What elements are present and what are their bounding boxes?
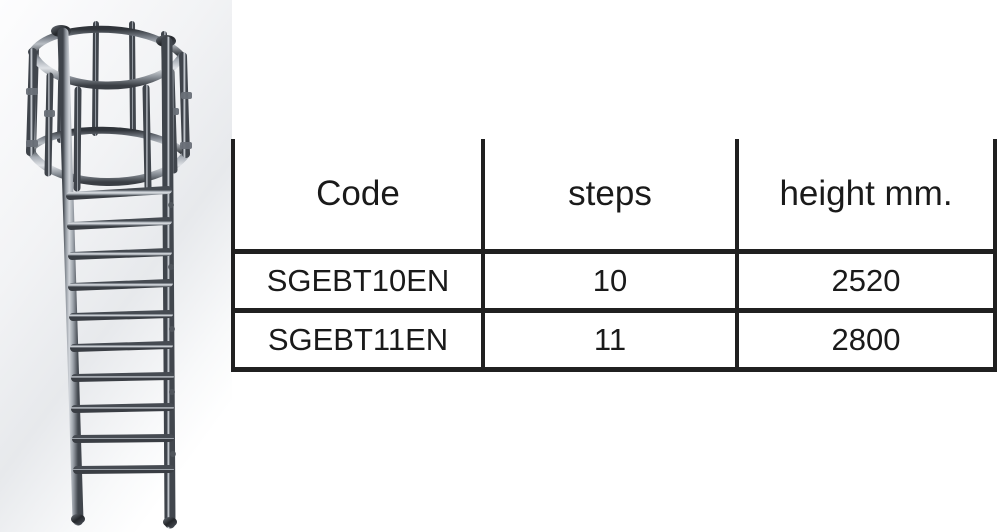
ladder-rung — [72, 434, 174, 443]
ladder-rungs — [66, 186, 174, 504]
specification-table: Cage ladder codes, step counts and heigh… — [231, 139, 997, 372]
cage-ladder-illustration — [0, 0, 232, 532]
ladder-rung — [73, 465, 174, 474]
table-body: SGEBT10EN 10 2520 SGEBT11EN 11 2800 — [231, 254, 997, 372]
cell-height: 2520 — [735, 254, 997, 313]
column-header-steps: steps — [481, 139, 739, 254]
table-row: SGEBT11EN 11 2800 — [231, 310, 997, 372]
cell-height: 2800 — [735, 310, 997, 372]
column-header-code: Code — [231, 139, 485, 254]
cell-code: SGEBT10EN — [231, 254, 485, 313]
table-header: Code steps height mm. — [231, 139, 997, 254]
column-header-height: height mm. — [735, 139, 997, 254]
product-image-cage-ladder: 3D render of a steel vertical cage ladde… — [0, 0, 232, 532]
ladder-foot-left — [71, 514, 85, 524]
cell-steps: 10 — [481, 254, 739, 313]
table-row: SGEBT10EN 10 2520 — [231, 254, 997, 313]
ladder-rung — [70, 341, 173, 352]
cell-steps: 11 — [481, 310, 739, 372]
ladder-rung — [66, 186, 172, 200]
spec-table-container: Cage ladder codes, step counts and heigh… — [231, 139, 997, 372]
ladder-rung — [71, 403, 174, 413]
ladder-rung — [68, 279, 173, 291]
ladder-foot-right — [163, 517, 177, 527]
table-header-row: Code steps height mm. — [231, 139, 997, 254]
ladder-rung — [68, 248, 172, 260]
cell-code: SGEBT11EN — [231, 310, 485, 372]
ladder-rung — [69, 310, 173, 321]
ladder-body-group — [57, 27, 177, 529]
ladder-rung — [71, 372, 174, 382]
ladder-rung — [67, 217, 172, 230]
ladder-fixing-studs — [168, 202, 176, 457]
